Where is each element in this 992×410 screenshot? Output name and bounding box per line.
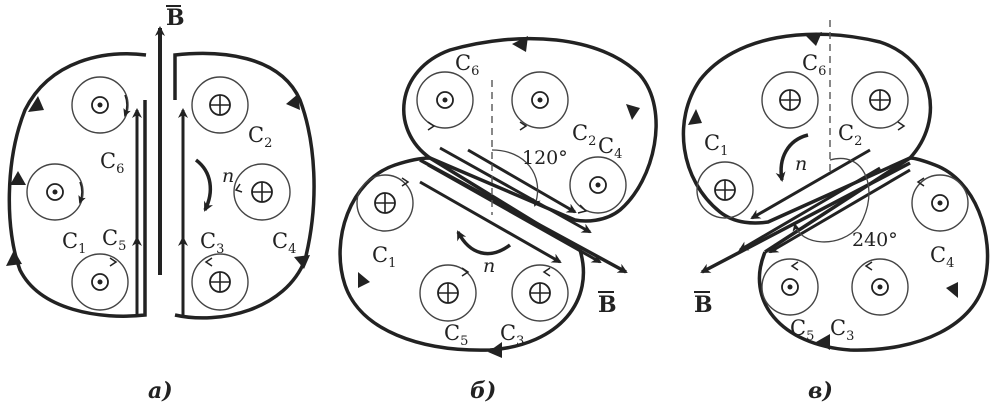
panel-b-loop-arrow [488, 342, 502, 358]
coil-label: C6 [100, 149, 124, 177]
panel-a-flux-loop-left [7, 52, 147, 318]
panel-b-caption: б) [470, 378, 496, 404]
coil-label: C1 [372, 243, 396, 271]
coil [511, 264, 569, 322]
coil [761, 258, 819, 316]
coil-label: C1 [62, 229, 86, 257]
panel-b-angle-label: 120° [522, 147, 568, 169]
panel-c-angle-arc [792, 157, 870, 243]
panel-a-caption: а) [148, 378, 173, 404]
panel-b-flux-line [419, 180, 562, 264]
panel-b: B 120° [338, 36, 658, 404]
coil-label: C2 [248, 123, 272, 151]
coil-label: C3 [200, 229, 224, 257]
panel-b-rotation-arrow [456, 230, 512, 256]
panel-c-loop-arrow [806, 32, 822, 46]
panel-c-loop-arrow [946, 282, 958, 298]
panel-a-loop-arrow-1 [10, 171, 26, 185]
coil [71, 253, 129, 311]
panel-c-flux-loop-lower [757, 156, 990, 352]
coil-label: C1 [704, 131, 728, 159]
panel-c: B 240° [681, 20, 990, 404]
coil-label: C6 [802, 51, 826, 79]
coil [851, 71, 909, 131]
coil [71, 76, 131, 134]
coil-label: C5 [444, 321, 468, 349]
panel-c-loop-arrow [816, 334, 830, 350]
coil [511, 71, 569, 131]
panel-a: B [6, 5, 316, 404]
coil-label: C5 [102, 226, 126, 254]
coil [233, 163, 291, 221]
panel-a-loop-arrow-2 [28, 96, 44, 112]
panel-b-flux-line [439, 146, 592, 234]
panel-a-loop-arrow-5 [6, 250, 22, 266]
panel-c-flux-loop-upper [681, 32, 933, 225]
coil [419, 264, 477, 322]
coil [696, 161, 754, 219]
coil-label: C4 [930, 243, 954, 271]
coil-label: C2 [572, 121, 596, 149]
panel-a-flux-loop-right [173, 51, 316, 320]
coil-label: C3 [830, 316, 854, 344]
panel-b-loop-arrow [626, 104, 640, 120]
panel-c-rotation-arrow [775, 133, 809, 182]
panel-b-angle-arc [491, 149, 541, 207]
coil-label: C6 [455, 51, 479, 79]
panel-b-rotation-label: n [483, 255, 495, 277]
panel-c-flux-line [750, 148, 871, 220]
panel-c-b-label: B [694, 292, 713, 318]
coil-label: C4 [598, 134, 622, 162]
coil [191, 253, 249, 311]
panel-a-loop-arrow-4 [294, 255, 310, 269]
panel-b-flux-loop-upper [402, 36, 658, 223]
coil [191, 76, 249, 134]
panel-a-rotation-arrow [194, 158, 214, 212]
coil-label: C4 [272, 229, 296, 257]
panel-b-flux-loop-lower [338, 156, 586, 352]
coil [26, 163, 86, 221]
panel-c-flux-line [768, 168, 911, 254]
panel-c-rotation-label: n [795, 153, 807, 175]
panel-b-flux-line [467, 148, 577, 214]
panel-b-b-label: B [598, 292, 617, 318]
coil-label: C2 [838, 121, 862, 149]
panel-c-angle-label: 240° [852, 229, 898, 251]
panel-c-flux-line [738, 166, 881, 252]
panel-a-b-label: B [166, 5, 185, 31]
panel-c-caption: в) [808, 378, 833, 404]
panel-c-loop-arrow [688, 109, 702, 125]
panel-b-b-vector [419, 158, 628, 274]
coil [356, 174, 414, 232]
panel-a-rotation-label: n [222, 165, 234, 187]
coil [569, 156, 627, 214]
coil [416, 71, 474, 131]
panel-c-b-vector [700, 161, 911, 274]
panel-b-loop-arrow [358, 272, 370, 288]
coil [761, 71, 819, 129]
coil-label: C3 [500, 321, 524, 349]
panel-a-loop-arrow-3 [286, 94, 300, 110]
panel-b-loop-arrow [512, 36, 528, 52]
coil-label: C5 [790, 316, 814, 344]
coil [851, 258, 909, 316]
coil [911, 174, 969, 232]
